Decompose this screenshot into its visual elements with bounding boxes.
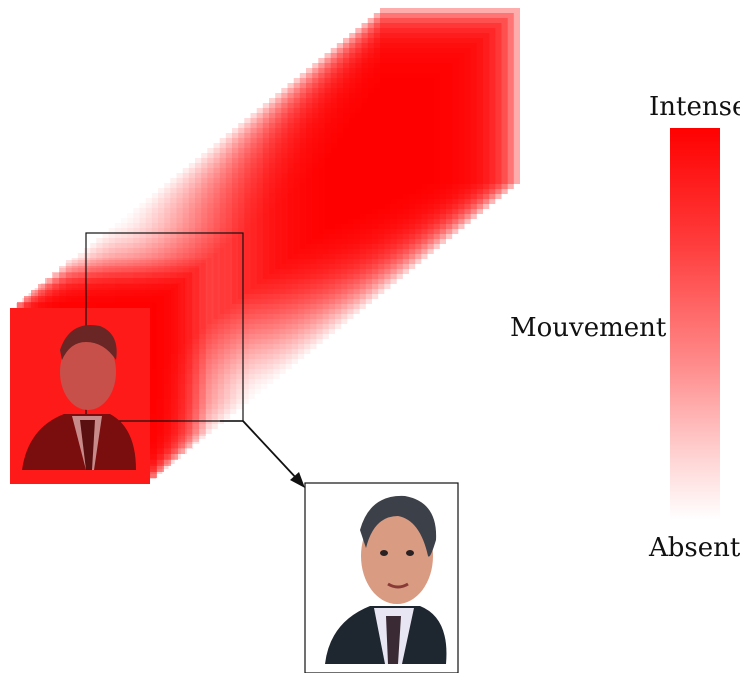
motion-frame (232, 128, 372, 304)
motion-frame (256, 108, 397, 284)
motion-frame (281, 88, 422, 264)
motion-frame (336, 43, 477, 219)
legend-middle-label: Mouvement (510, 313, 667, 343)
motion-frame (275, 93, 416, 269)
person-portrait-icon (22, 325, 136, 470)
motion-frame (151, 193, 292, 369)
motion-frame (207, 148, 348, 324)
legend-bottom-label: Absent (649, 533, 740, 563)
motion-frame (373, 13, 514, 189)
motion-frame (361, 23, 502, 199)
motion-frame (158, 188, 298, 364)
motion-frame (145, 198, 286, 374)
motion-frame (343, 38, 483, 214)
motion-frame (293, 78, 434, 254)
motion-frame (213, 143, 354, 319)
motion-intensity-scale (670, 128, 720, 520)
motion-frame (269, 98, 409, 274)
motion-frame (324, 53, 465, 229)
motion-frame (287, 83, 428, 259)
arrow-down-right-icon (220, 420, 305, 488)
motion-frame (225, 133, 366, 309)
motion-frame (164, 183, 305, 359)
motion-frame (195, 158, 335, 334)
motion-frame (176, 173, 317, 349)
motion-frame (367, 18, 508, 194)
front-frame (10, 232, 244, 484)
person-portrait-icon (325, 495, 447, 664)
motion-frame (238, 123, 379, 299)
motion-frame (262, 103, 403, 279)
motion-frame (349, 33, 490, 209)
motion-frame (306, 68, 446, 244)
motion-frame (244, 118, 385, 294)
motion-frame (330, 48, 471, 224)
motion-frame (182, 168, 323, 344)
motion-frame (380, 8, 520, 184)
motion-frame (355, 28, 496, 204)
enlarged-frame (304, 482, 459, 673)
motion-frame (201, 153, 342, 329)
motion-frame (170, 178, 311, 354)
motion-frame (250, 113, 391, 289)
legend-top-label: Intense (649, 92, 740, 122)
motion-frame (318, 58, 459, 234)
motion-frame (188, 163, 329, 339)
motion-frame (312, 63, 453, 239)
motion-frame (299, 73, 440, 249)
